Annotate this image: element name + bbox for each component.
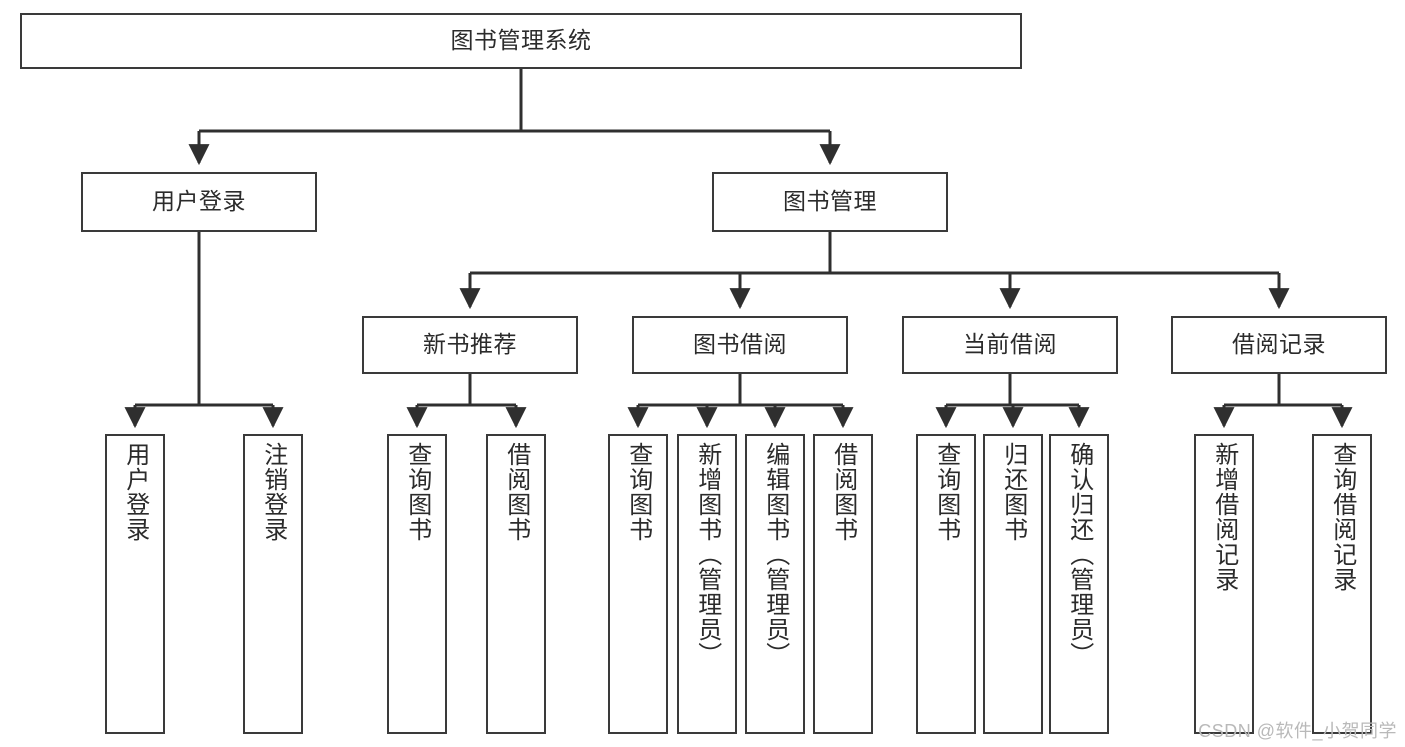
node-book-management[interactable]: 图书管理 bbox=[712, 172, 948, 232]
node-leaf-query-book-recommend[interactable]: 查询图书 bbox=[387, 434, 447, 734]
node-leaf-query-book-current-label: 查询图书 bbox=[932, 442, 960, 542]
node-user-login-label: 用户登录 bbox=[152, 188, 246, 215]
node-leaf-query-book-borrow-label: 查询图书 bbox=[624, 442, 652, 542]
node-leaf-borrow-book-label: 借阅图书 bbox=[829, 442, 857, 542]
node-root-label: 图书管理系统 bbox=[450, 27, 592, 54]
node-leaf-query-book-borrow[interactable]: 查询图书 bbox=[608, 434, 668, 734]
node-new-book-recommend-label: 新书推荐 bbox=[423, 331, 517, 358]
node-book-management-label: 图书管理 bbox=[783, 188, 877, 215]
node-borrow-record-label: 借阅记录 bbox=[1232, 331, 1326, 358]
node-leaf-confirm-return-admin-label: 确认归还（管理员） bbox=[1065, 442, 1093, 667]
node-leaf-logout-login-label: 注销登录 bbox=[259, 442, 287, 542]
node-leaf-return-book-label: 归还图书 bbox=[999, 442, 1027, 542]
node-leaf-edit-book-admin[interactable]: 编辑图书（管理员） bbox=[745, 434, 805, 734]
node-leaf-query-borrow-record-label: 查询借阅记录 bbox=[1328, 442, 1356, 592]
node-leaf-query-borrow-record[interactable]: 查询借阅记录 bbox=[1312, 434, 1372, 734]
node-leaf-borrow-book-recommend[interactable]: 借阅图书 bbox=[486, 434, 546, 734]
node-current-borrow[interactable]: 当前借阅 bbox=[902, 316, 1118, 374]
node-leaf-user-login-label: 用户登录 bbox=[121, 442, 149, 542]
node-leaf-edit-book-admin-label: 编辑图书（管理员） bbox=[761, 442, 789, 667]
node-leaf-query-book-current[interactable]: 查询图书 bbox=[916, 434, 976, 734]
node-leaf-add-book-admin-label: 新增图书（管理员） bbox=[693, 442, 721, 667]
node-leaf-query-book-recommend-label: 查询图书 bbox=[403, 442, 431, 542]
node-leaf-confirm-return-admin[interactable]: 确认归还（管理员） bbox=[1049, 434, 1109, 734]
node-leaf-add-borrow-record-label: 新增借阅记录 bbox=[1210, 442, 1238, 592]
node-book-borrow[interactable]: 图书借阅 bbox=[632, 316, 848, 374]
node-new-book-recommend[interactable]: 新书推荐 bbox=[362, 316, 578, 374]
node-leaf-borrow-book-recommend-label: 借阅图书 bbox=[502, 442, 530, 542]
node-leaf-return-book[interactable]: 归还图书 bbox=[983, 434, 1043, 734]
node-user-login[interactable]: 用户登录 bbox=[81, 172, 317, 232]
node-borrow-record[interactable]: 借阅记录 bbox=[1171, 316, 1387, 374]
node-leaf-add-book-admin[interactable]: 新增图书（管理员） bbox=[677, 434, 737, 734]
node-current-borrow-label: 当前借阅 bbox=[963, 331, 1057, 358]
node-book-borrow-label: 图书借阅 bbox=[693, 331, 787, 358]
node-leaf-add-borrow-record[interactable]: 新增借阅记录 bbox=[1194, 434, 1254, 734]
node-leaf-logout-login[interactable]: 注销登录 bbox=[243, 434, 303, 734]
node-root[interactable]: 图书管理系统 bbox=[20, 13, 1022, 69]
node-leaf-user-login[interactable]: 用户登录 bbox=[105, 434, 165, 734]
node-leaf-borrow-book[interactable]: 借阅图书 bbox=[813, 434, 873, 734]
watermark: CSDN @软件_小贺同学 bbox=[1198, 721, 1397, 741]
